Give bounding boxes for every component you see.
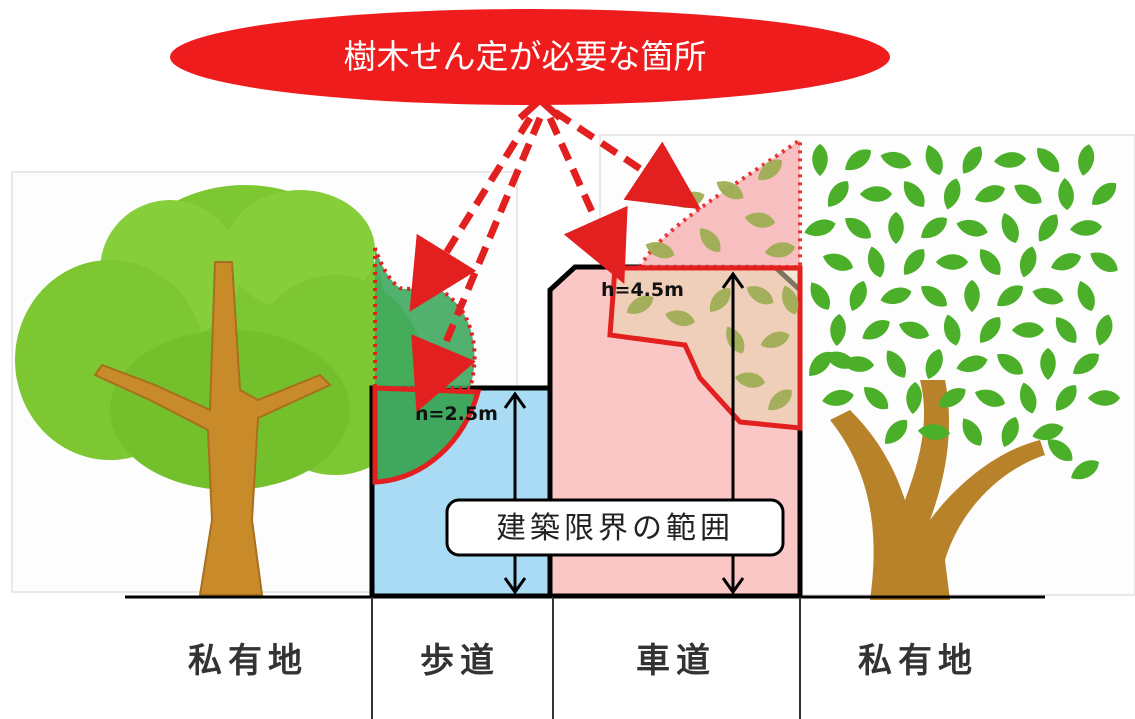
zone-label-private-right: 私有地 [858,641,978,681]
sidewalk-height-arrow [503,391,527,595]
clearance-range-box [445,498,785,557]
zone-label-roadway: 車道 [636,641,716,681]
pointer-arrows [409,109,702,413]
sidewalk-height-label: h=2.5m [415,403,498,425]
right-tree [802,142,1122,600]
zone-label-sidewalk: 歩道 [420,641,500,681]
title: 樹木せん定が必要な箇所 [344,37,707,76]
title-ellipse [170,9,890,105]
roadway-pruning-zone [607,136,803,431]
clearance-range-label: 建築限界の範囲 [496,511,734,546]
roadway-height-label: h=4.5m [601,279,684,301]
zone-label-private-left: 私有地 [188,641,308,681]
